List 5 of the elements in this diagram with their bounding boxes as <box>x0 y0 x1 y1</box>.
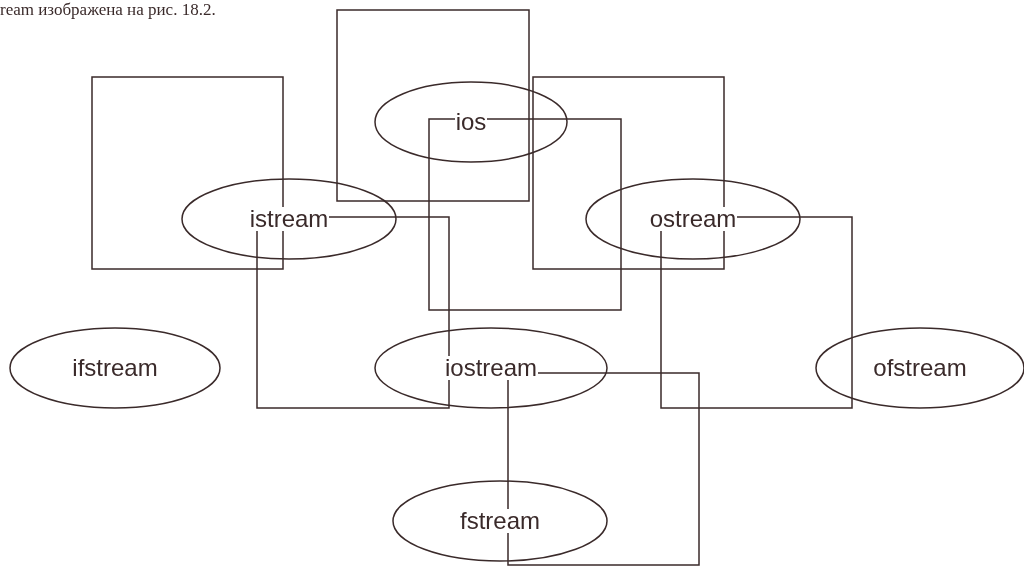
caption-text: ream изображена на рис. 18.2. <box>0 0 216 20</box>
class-name: istream <box>248 207 330 231</box>
class-name: ostream <box>648 207 738 231</box>
class-name: fstream <box>459 509 541 533</box>
class-name: iostream <box>444 356 538 380</box>
